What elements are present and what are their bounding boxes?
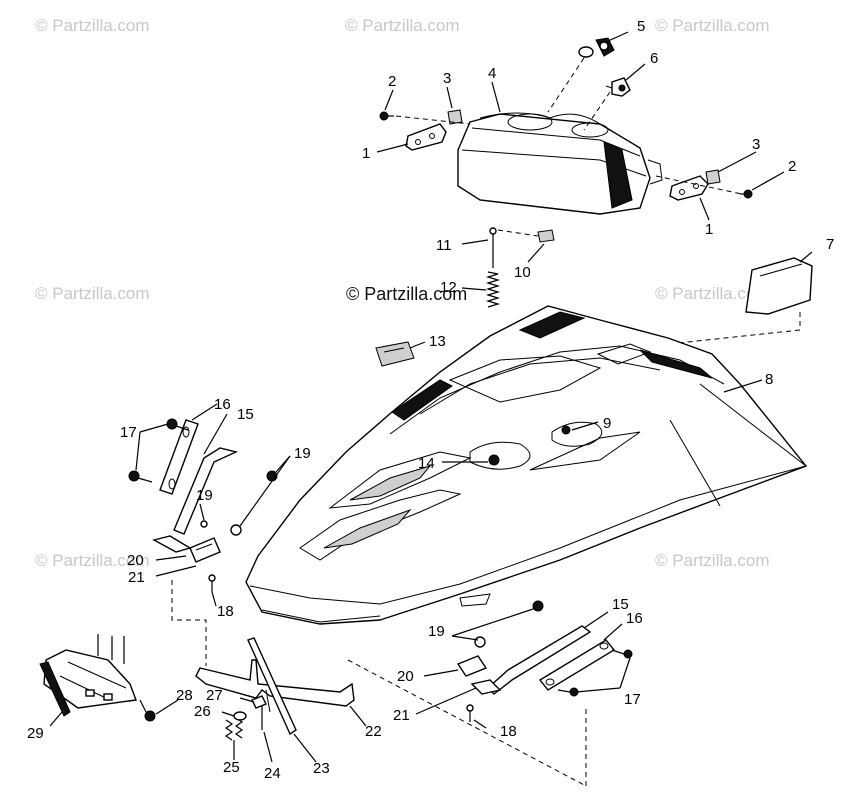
latch-strap-right — [538, 639, 616, 691]
callout-2-left: 2 — [388, 73, 396, 90]
watermark-center: © Partzilla.com — [346, 284, 467, 304]
callout-20-right: 20 — [397, 668, 414, 685]
headlight-lens-cover — [745, 257, 813, 315]
callout-27: 27 — [206, 687, 223, 704]
bolt-left-lower — [128, 470, 153, 483]
latch-catch-left — [152, 535, 192, 553]
air-box-29 — [39, 634, 137, 717]
watermark-top-center: © Partzilla.com — [345, 16, 460, 35]
washer-26 — [233, 711, 247, 721]
clip-right — [705, 169, 721, 185]
cover-leader — [649, 312, 801, 347]
callout-11: 11 — [436, 237, 452, 254]
callout-1-right: 1 — [705, 221, 713, 238]
screw-right — [466, 704, 474, 722]
bracket-left-axis — [395, 115, 471, 125]
clip-left — [447, 109, 463, 125]
callout-22: 22 — [365, 723, 382, 740]
adjuster-axis — [497, 229, 539, 237]
support-rod — [247, 637, 297, 736]
watermark-mid-left: © Partzilla.com — [35, 284, 150, 303]
alignment-left — [171, 580, 207, 666]
nut-left — [200, 470, 278, 536]
callout-12: 12 — [440, 279, 457, 296]
callout-3-right: 3 — [752, 136, 760, 153]
latch-strap-left — [159, 419, 199, 495]
socket-leader — [583, 91, 611, 131]
hood — [245, 305, 808, 625]
callout-14: 14 — [418, 455, 435, 472]
latch-bracket-left — [173, 447, 239, 535]
bracket-right-axis — [655, 175, 743, 195]
callout-25: 25 — [223, 759, 240, 776]
headlight-bracket-right — [669, 175, 709, 201]
watermark-low-right: © Partzilla.com — [655, 551, 770, 570]
callout-8: 8 — [765, 371, 773, 388]
screw-left — [208, 574, 216, 592]
bulb-socket — [605, 77, 631, 97]
callout-2-right: 2 — [788, 158, 796, 175]
callout-4: 4 — [488, 65, 496, 82]
watermark-low-left: © Partzilla.com — [35, 551, 150, 570]
bracket-screw-right — [740, 189, 753, 199]
callout-16-left: 16 — [214, 396, 231, 413]
bolt-right-upper — [611, 649, 633, 659]
callout-15-right: 15 — [612, 596, 629, 613]
callout-21-left: 21 — [128, 569, 145, 586]
hood-pad — [375, 341, 415, 367]
spring-25 — [224, 717, 244, 741]
bulb-leader — [547, 57, 585, 113]
screw-28 — [139, 699, 156, 722]
callout-3-left: 3 — [443, 70, 451, 87]
leader-lines — [49, 31, 813, 763]
callout-7: 7 — [826, 236, 834, 253]
callout-13: 13 — [429, 333, 446, 350]
bolt-right-lower — [557, 687, 579, 697]
headlight-housing — [457, 112, 663, 215]
adjuster-nut — [537, 229, 555, 243]
latch-plate-left — [189, 537, 221, 563]
callout-16-right: 16 — [626, 610, 643, 627]
adjuster-spring — [485, 271, 501, 308]
watermark-top-right: © Partzilla.com — [655, 16, 770, 35]
callout-18-left: 18 — [217, 603, 234, 620]
latch-plate-right — [456, 655, 488, 677]
callout-6: 6 — [650, 50, 658, 67]
headlight-bracket-left — [405, 123, 447, 151]
callout-19-left-lower: 19 — [196, 487, 213, 504]
callout-17-left: 17 — [120, 424, 137, 441]
callout-23: 23 — [313, 760, 330, 777]
callout-29: 29 — [27, 725, 44, 742]
callout-5: 5 — [637, 18, 645, 35]
callout-26: 26 — [194, 703, 211, 720]
callout-numbers: 2 3 4 5 6 1 3 2 1 11 10 12 13 7 8 9 14 1… — [27, 18, 834, 782]
callout-24: 24 — [264, 765, 281, 782]
watermark-mid-right: © Partzilla.com — [655, 284, 770, 303]
callout-28: 28 — [176, 687, 193, 704]
adjuster-screw — [489, 227, 497, 268]
callout-21-right: 21 — [393, 707, 410, 724]
callout-18-right: 18 — [500, 723, 517, 740]
hood-support-bar — [195, 659, 355, 713]
callout-19-right: 19 — [428, 623, 445, 640]
callout-1-left: 1 — [362, 145, 370, 162]
callout-10: 10 — [514, 264, 531, 281]
callout-19-left-upper: 19 — [294, 445, 311, 462]
clip-27 — [251, 695, 267, 709]
bulb — [578, 37, 615, 58]
latch-bracket-right — [486, 625, 592, 695]
callout-20-left: 20 — [127, 552, 144, 569]
bracket-screw-left — [379, 111, 394, 121]
latch-catch-right — [470, 679, 502, 695]
callout-17-right: 17 — [624, 691, 641, 708]
callout-9: 9 — [603, 415, 611, 432]
callout-15-left: 15 — [237, 406, 254, 423]
watermark-top-left: © Partzilla.com — [35, 16, 150, 35]
